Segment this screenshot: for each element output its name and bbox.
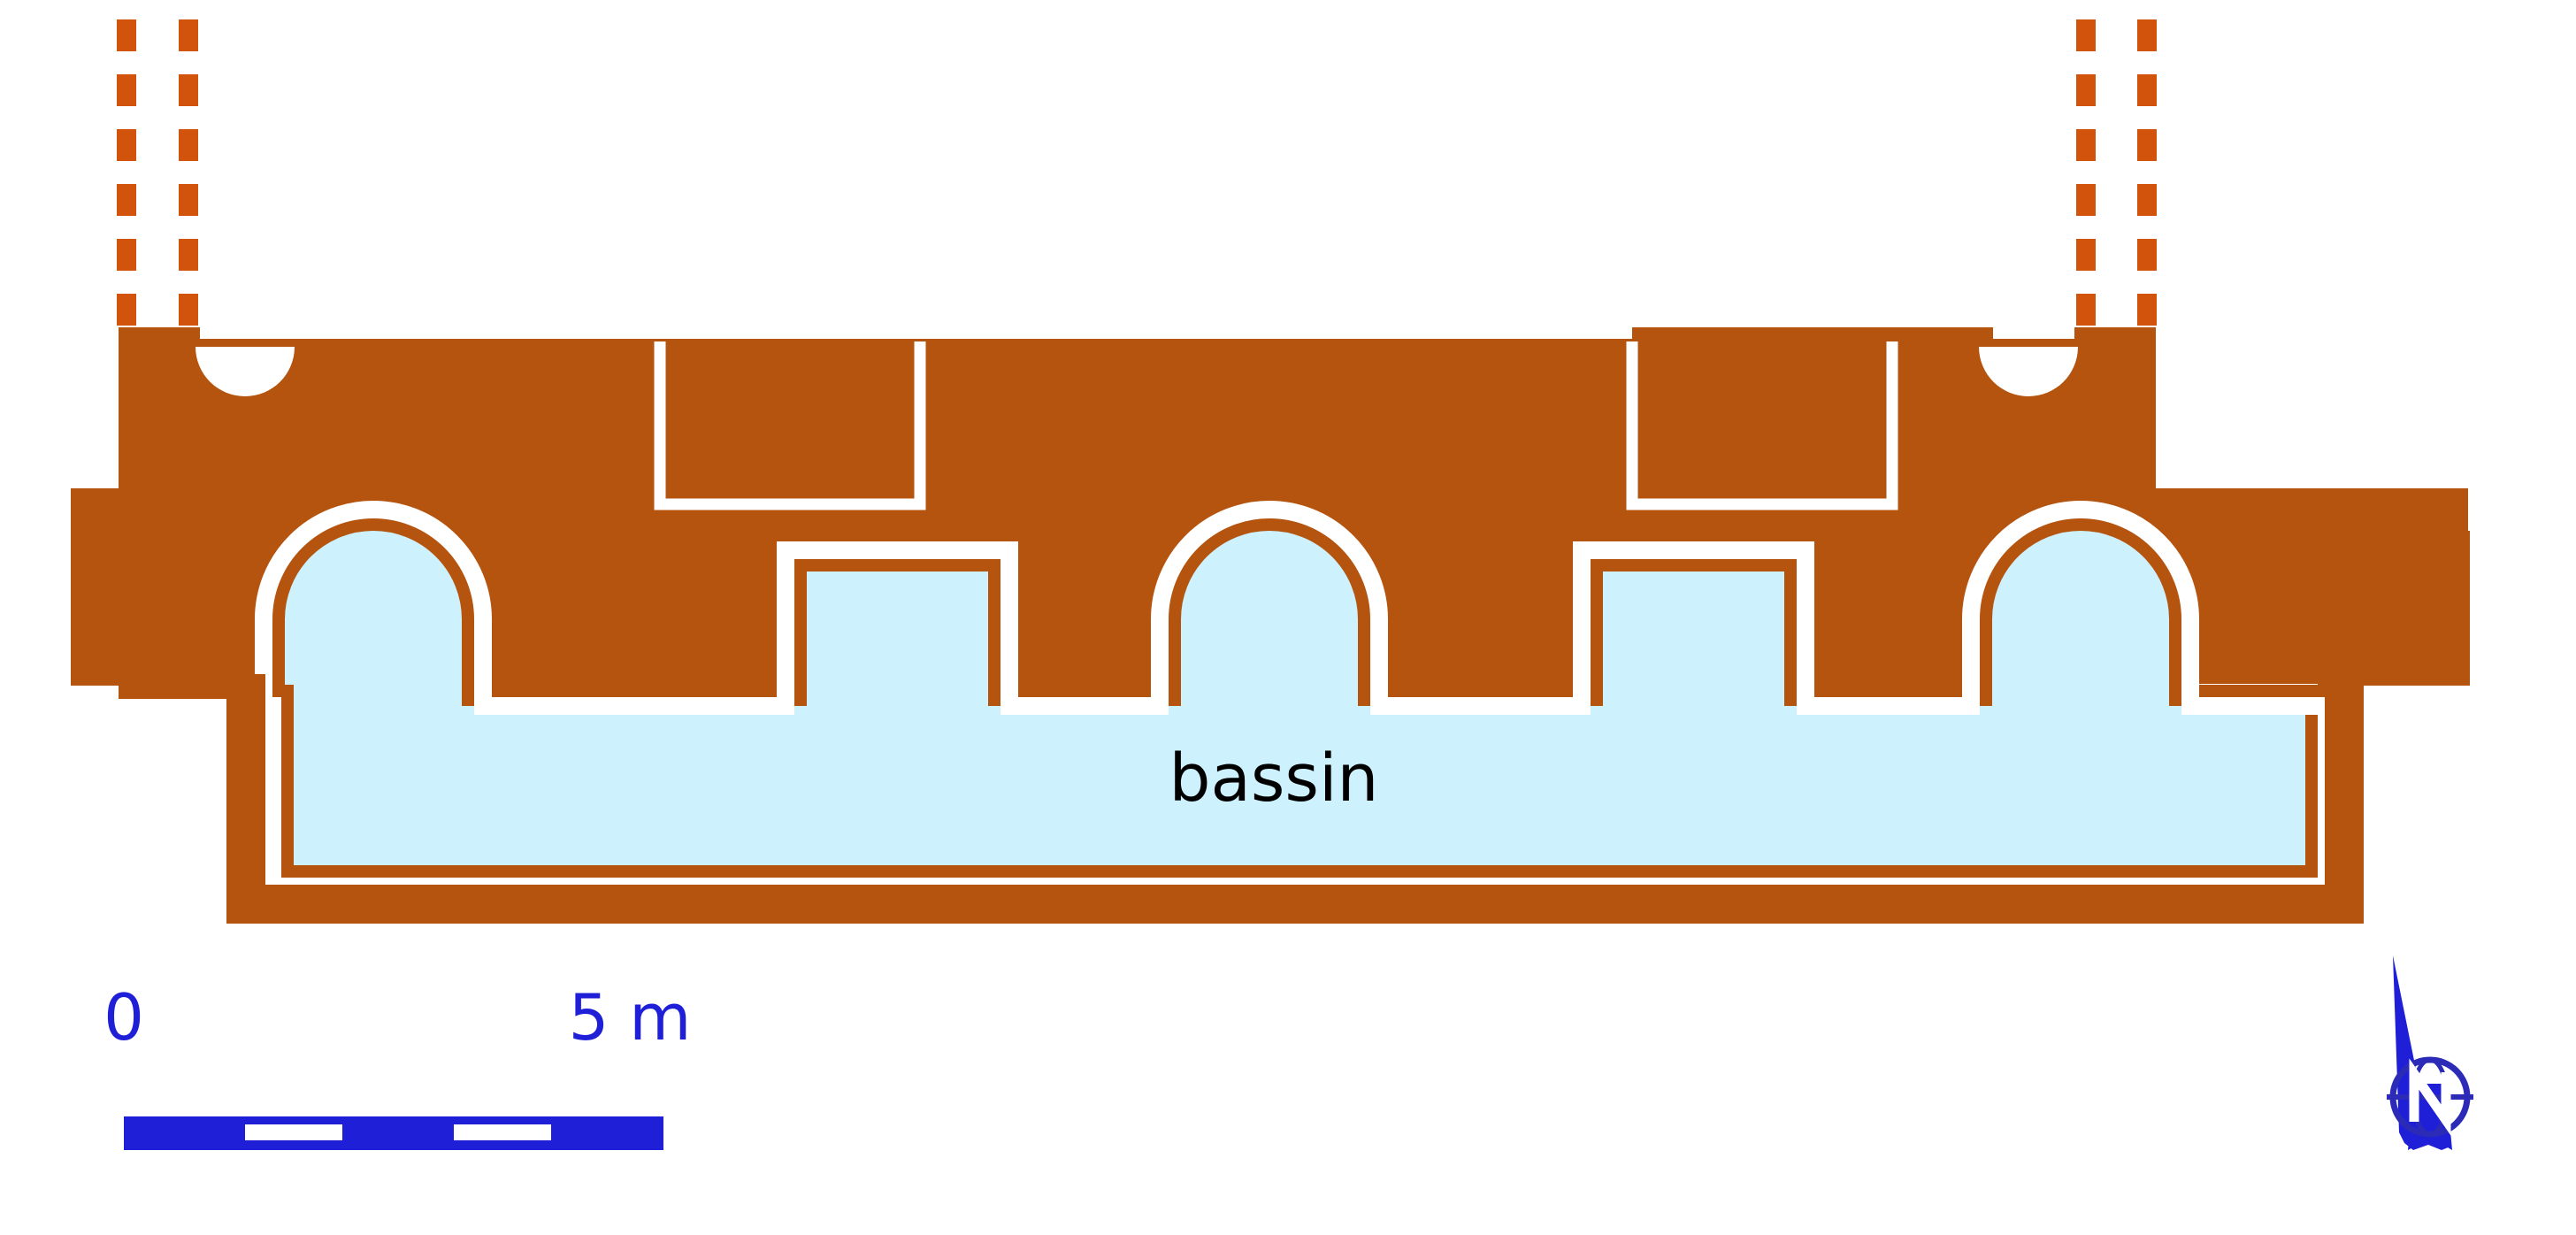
scale-bar-start-label: 0 bbox=[104, 980, 144, 1055]
north-arrow-letter-n bbox=[2409, 1058, 2451, 1136]
basin-band-path bbox=[264, 510, 2327, 886]
basin-white-outline-path bbox=[255, 501, 2335, 895]
scale-bar-tick-1 bbox=[245, 1124, 342, 1140]
outer-wall-left-descender bbox=[226, 674, 265, 906]
rectangular-pier-right bbox=[1626, 341, 1898, 510]
outer-wall-right-descender bbox=[2325, 674, 2364, 906]
outer-wall-bottom-band bbox=[226, 885, 2364, 924]
scale-bar-body bbox=[124, 1116, 663, 1150]
north-arrow-group bbox=[2387, 955, 2473, 1159]
semicircular-niche-right bbox=[1979, 347, 2078, 396]
masonry-top-step-left bbox=[119, 327, 200, 347]
scale-bar-group: 0 5 m bbox=[104, 980, 691, 1150]
masonry-top-step-right bbox=[2074, 327, 2156, 347]
north-arrow-needle bbox=[2393, 955, 2450, 1159]
basin-water-group bbox=[274, 520, 2316, 876]
semicircular-niches-group bbox=[196, 347, 2078, 396]
basin-label: bassin bbox=[1169, 740, 1379, 817]
outer-bottom-wall-group bbox=[226, 674, 2364, 924]
masonry-plinth-left bbox=[71, 531, 177, 686]
basin-inner-masonry-band bbox=[264, 510, 2327, 886]
masonry-plinth-right bbox=[2318, 531, 2470, 686]
semicircular-niche-left bbox=[196, 347, 295, 396]
scale-bar-tick-2 bbox=[454, 1124, 551, 1140]
rectangular-pier-left bbox=[654, 341, 926, 510]
scale-bar-end-label: 5 m bbox=[569, 980, 692, 1055]
rectangular-piers-group bbox=[654, 341, 1898, 510]
basin-water-fill bbox=[274, 520, 2316, 876]
basin-outer-white-outline bbox=[255, 501, 2335, 895]
